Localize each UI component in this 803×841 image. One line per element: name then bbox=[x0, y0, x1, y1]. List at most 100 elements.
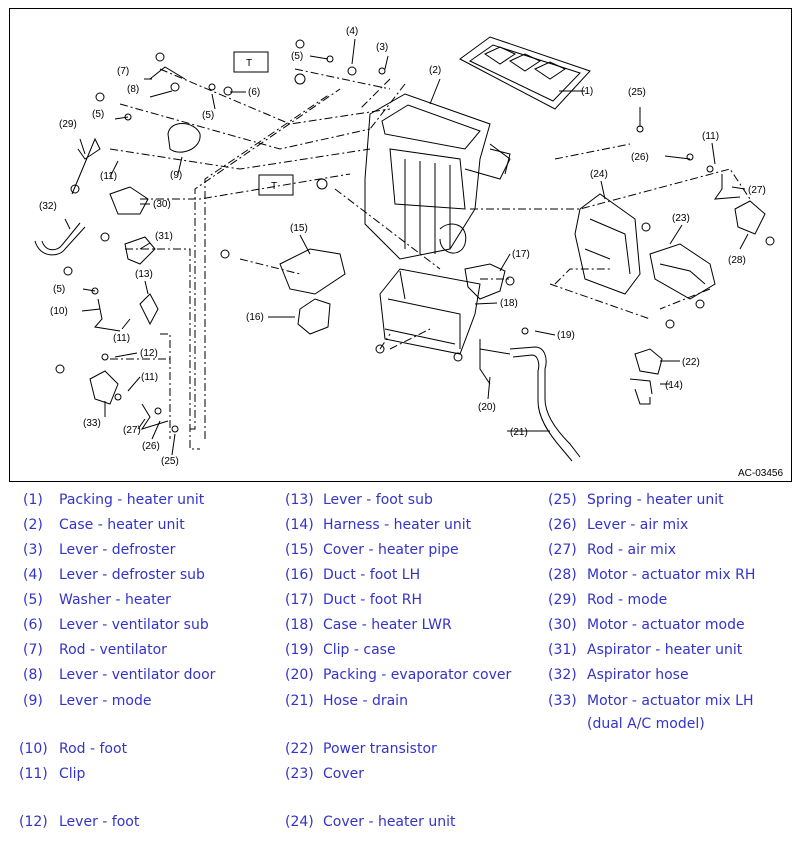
callout-30: (30) bbox=[153, 199, 171, 210]
legend-item-name: Lever - mode bbox=[59, 693, 152, 709]
motor-actuator-mode-part bbox=[109, 186, 149, 215]
callout-9: (9) bbox=[170, 170, 182, 181]
legend-item-name: Lever - ventilator sub bbox=[59, 617, 209, 633]
lever-mode-part bbox=[167, 123, 201, 153]
power-transistor-part bbox=[634, 348, 663, 375]
torque-tag-2: T bbox=[271, 181, 277, 192]
callout-26b: (26) bbox=[142, 441, 160, 452]
legend-item-name: Aspirator - heater unit bbox=[587, 642, 743, 658]
legend-item-name: Aspirator hose bbox=[587, 667, 689, 683]
legend-item-name: Duct - foot RH bbox=[323, 592, 423, 608]
callout-11d: (11) bbox=[702, 131, 719, 142]
callout-17: (17) bbox=[512, 249, 530, 260]
legend-item-number: (15) bbox=[285, 542, 314, 558]
legend-item-name: Motor - actuator mix RH bbox=[587, 567, 756, 583]
legend-item-number: (31) bbox=[548, 642, 577, 658]
exploded-parts-diagram: T T (1) (2) (3) (4) (5) (5) (5) (5) (6) … bbox=[9, 8, 792, 482]
legend-item-number: (19) bbox=[285, 642, 314, 658]
callout-12: (12) bbox=[140, 348, 158, 359]
callout-23: (23) bbox=[672, 213, 690, 224]
motor-actuator-mix-rh-part bbox=[734, 200, 766, 235]
torque-tag-box-1 bbox=[233, 51, 269, 73]
legend-item-number: (9) bbox=[23, 693, 43, 709]
legend-item-number: (29) bbox=[548, 592, 577, 608]
callout-33: (33) bbox=[83, 418, 101, 429]
image-code: AC-03456 bbox=[738, 468, 783, 479]
legend-item-name: Rod - mode bbox=[587, 592, 668, 608]
legend-item-name: Spring - heater unit bbox=[587, 492, 724, 508]
legend-item-number: (1) bbox=[23, 492, 43, 508]
callout-2: (2) bbox=[429, 65, 441, 76]
foot-duct-lh-part bbox=[297, 298, 331, 335]
legend-item-name: Rod - air mix bbox=[587, 542, 676, 558]
callout-18: (18) bbox=[500, 298, 518, 309]
legend-item-name: Cover - heater unit bbox=[323, 814, 456, 830]
motor-actuator-mix-lh-part bbox=[89, 370, 119, 405]
legend-item-name: Case - heater unit bbox=[59, 517, 185, 533]
legend-item-name: Power transistor bbox=[323, 741, 437, 757]
foot-duct-rh-part bbox=[464, 263, 506, 300]
legend-item-number: (27) bbox=[548, 542, 577, 558]
leader-lines bbox=[109, 68, 751, 450]
legend-item-name: Rod - foot bbox=[59, 741, 128, 757]
legend-item-name: Lever - foot sub bbox=[323, 492, 433, 508]
callout-24: (24) bbox=[590, 169, 608, 180]
callout-25b: (25) bbox=[161, 456, 179, 467]
callout-3: (3) bbox=[376, 42, 388, 53]
legend-item-name: Rod - ventilator bbox=[59, 642, 167, 658]
callout-21: (21) bbox=[510, 427, 528, 438]
legend-item-number: (33) bbox=[548, 693, 577, 709]
callout-5b: (5) bbox=[92, 109, 104, 120]
callout-6: (6) bbox=[248, 87, 260, 98]
aspirator-part bbox=[124, 236, 156, 265]
legend-item-number: (14) bbox=[285, 517, 314, 533]
torque-tag-box-2 bbox=[258, 174, 294, 196]
callout-8: (8) bbox=[127, 84, 139, 95]
parts-legend: (1)Packing - heater unit(2)Case - heater… bbox=[0, 488, 803, 838]
callout-1: (1) bbox=[581, 86, 593, 97]
callout-29: (29) bbox=[59, 119, 77, 130]
legend-item-name: Hose - drain bbox=[323, 693, 408, 709]
legend-item-number: (12) bbox=[19, 814, 48, 830]
legend-item-name: Lever - defroster bbox=[59, 542, 176, 558]
heater-case-part bbox=[364, 93, 511, 260]
legend-item-number: (13) bbox=[285, 492, 314, 508]
legend-item-name: Duct - foot LH bbox=[323, 567, 421, 583]
legend-item-name: Packing - heater unit bbox=[59, 492, 205, 508]
legend-item-number: (24) bbox=[285, 814, 314, 830]
callout-27a: (27) bbox=[748, 185, 766, 196]
rod-air-mix-upper-part bbox=[713, 174, 741, 200]
legend-item-name: Lever - air mix bbox=[587, 517, 689, 533]
legend-item-name: Lever - ventilator door bbox=[59, 667, 216, 683]
diagram-drawing: T T (1) (2) (3) (4) (5) (5) (5) (5) (6) … bbox=[34, 26, 783, 479]
rod-foot-part bbox=[94, 298, 121, 332]
callout-5a: (5) bbox=[291, 51, 303, 62]
heater-pipe-cover-part bbox=[279, 248, 346, 295]
callout-11c: (11) bbox=[141, 372, 158, 383]
lower-case-part bbox=[379, 268, 481, 362]
legend-item-number: (7) bbox=[23, 642, 43, 658]
callout-14: (14) bbox=[665, 380, 683, 391]
callout-32: (32) bbox=[39, 201, 57, 212]
callout-28: (28) bbox=[728, 255, 746, 266]
callout-leaders bbox=[64, 38, 749, 456]
aspirator-hose-part bbox=[34, 222, 86, 256]
callout-5d: (5) bbox=[53, 284, 65, 295]
legend-item-name: Cover bbox=[323, 766, 364, 782]
callout-31: (31) bbox=[155, 231, 173, 242]
legend-item-number: (6) bbox=[23, 617, 43, 633]
fasteners bbox=[55, 39, 775, 433]
callout-15: (15) bbox=[290, 223, 308, 234]
legend-item-number: (3) bbox=[23, 542, 43, 558]
legend-item-number: (32) bbox=[548, 667, 577, 683]
callout-11b: (11) bbox=[113, 333, 130, 344]
cover-part bbox=[649, 243, 716, 300]
legend-item-name: Motor - actuator mode bbox=[587, 617, 745, 633]
legend-item-number: (17) bbox=[285, 592, 314, 608]
callout-27b: (27) bbox=[123, 425, 141, 436]
rod-ventilator-part bbox=[149, 66, 186, 80]
legend-item-number: (22) bbox=[285, 741, 314, 757]
legend-item-name: Motor - actuator mix LH (dual A/C model) bbox=[587, 693, 754, 732]
legend-item-number: (16) bbox=[285, 567, 314, 583]
evaporator-packing-part bbox=[479, 339, 511, 385]
